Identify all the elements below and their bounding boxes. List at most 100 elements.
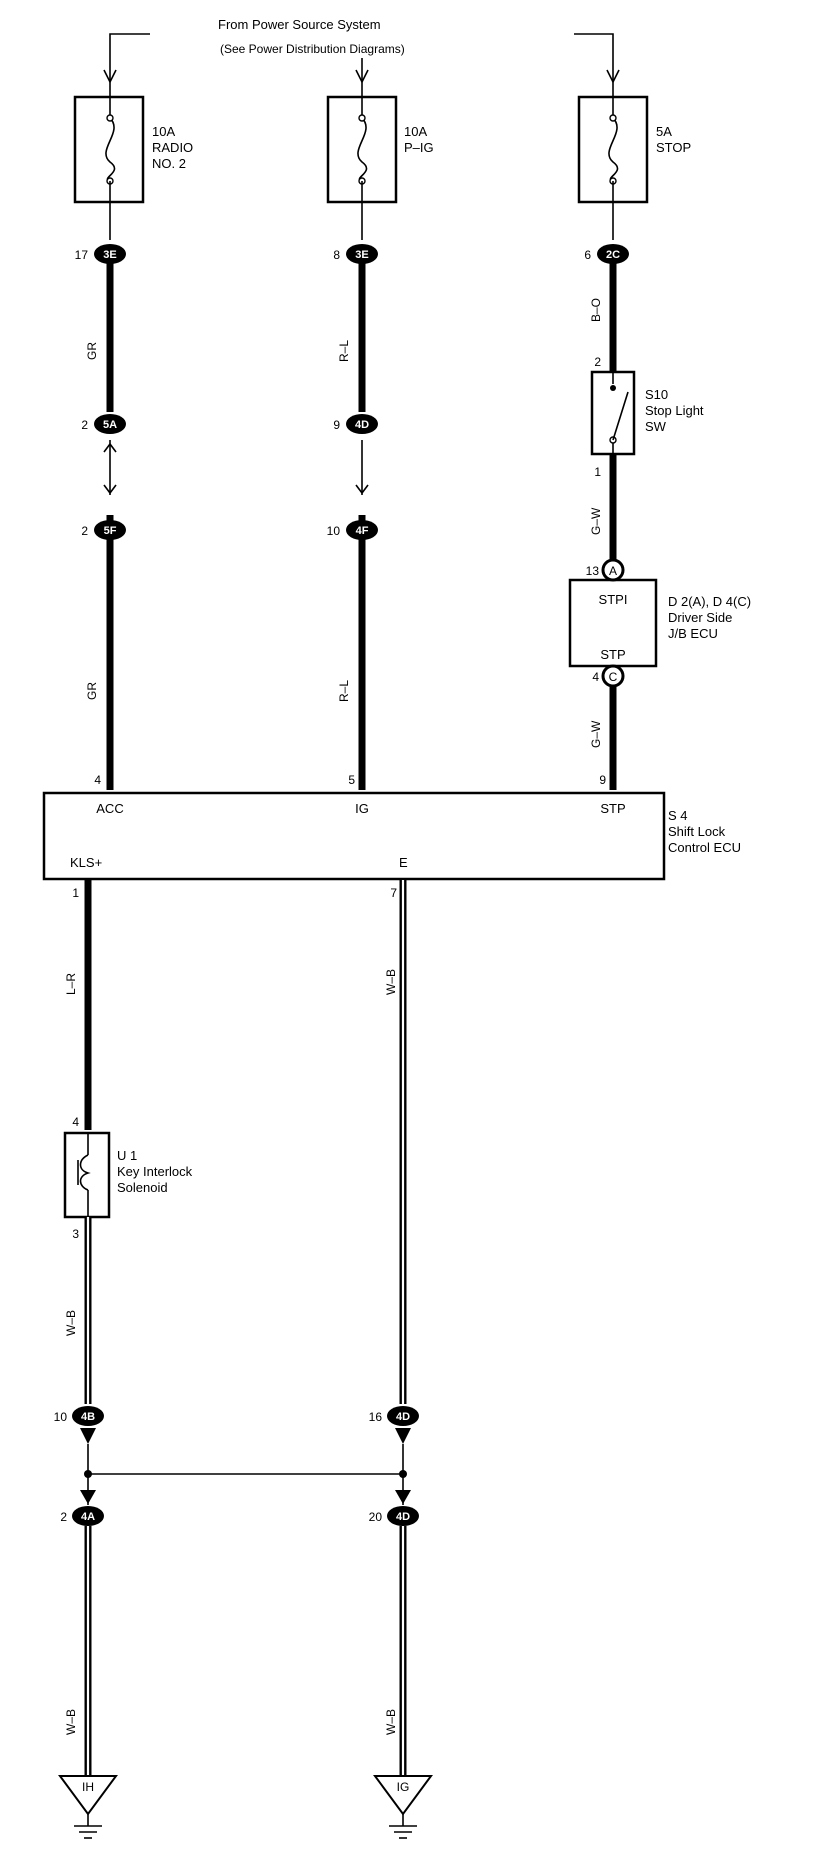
ecu-term-kls: KLS+	[70, 855, 102, 870]
connector-4d-lower2: 4D 20	[369, 1506, 419, 1526]
key-interlock-solenoid: 4 3 U 1 Key Interlock Solenoid	[63, 1115, 193, 1241]
ecu-name1: Shift Lock	[668, 824, 726, 839]
ground-ih-label: IH	[82, 1780, 94, 1794]
wire-labels: GR R–L B–O GR R–L G–W G–W L–R W–B W–B W–…	[64, 298, 603, 1735]
ecu-pin-e: 7	[390, 886, 397, 900]
connector-3e-left: 3E 17	[75, 215, 126, 264]
fuse-radio-no2: 10A RADIO NO. 2	[73, 85, 193, 215]
s10-pin-bot: 1	[594, 465, 601, 479]
conn-2c-pin: 6	[584, 248, 591, 262]
jb-conn-c-pin: 4	[592, 670, 599, 684]
ecu-term-acc: ACC	[96, 801, 123, 816]
ecu-term-ig: IG	[355, 801, 369, 816]
jb-conn-a: A	[609, 564, 617, 578]
s10-id: S10	[645, 387, 668, 402]
wire-label-4: GR	[85, 682, 99, 700]
wire-label-7: G–W	[589, 720, 603, 748]
shift-lock-control-ecu: 4 5 9 ACC IG STP KLS+ E 1 7 S 4 Shift Lo…	[42, 773, 741, 900]
connector-4f: 4F 10	[327, 520, 378, 540]
connector-5f: 5F 2	[81, 520, 126, 540]
conn-4d-upper-code: 4D	[355, 419, 369, 431]
u1-pin-bot: 3	[72, 1227, 79, 1241]
jb-name2: J/B ECU	[668, 626, 718, 641]
wire-label-2: R–L	[337, 340, 351, 362]
fuse-radio-name2: NO. 2	[152, 156, 186, 171]
conn-4d-lower1-code: 4D	[396, 1411, 410, 1423]
fuse-stop-amp: 5A	[656, 124, 672, 139]
conn-3e-left-pin: 17	[75, 248, 89, 262]
fuse-p-ig: 10A P–IG	[326, 85, 434, 215]
ecu-name2: Control ECU	[668, 840, 741, 855]
fuse-pig-name1: P–IG	[404, 140, 434, 155]
wire-label-10: W–B	[64, 1310, 78, 1336]
conn-5f-pin: 2	[81, 524, 88, 538]
conn-5a-pin: 2	[81, 418, 88, 432]
inline-joints	[103, 440, 369, 495]
driver-side-jb-ecu: A 13 C 4 STPI STP D 2(A), D 4(C) Driver …	[568, 558, 751, 688]
fuse-radio-name1: RADIO	[152, 140, 193, 155]
conn-4d-lower2-code: 4D	[396, 1511, 410, 1523]
u1-name1: Key Interlock	[117, 1164, 193, 1179]
header-line1: From Power Source System	[218, 17, 381, 32]
ground-ig-label: IG	[397, 1780, 410, 1794]
header-line2: (See Power Distribution Diagrams)	[220, 42, 405, 56]
ecu-pin-acc: 4	[94, 773, 101, 787]
ground-ih: IH	[58, 1775, 118, 1839]
fuse-radio-amp: 10A	[152, 124, 175, 139]
u1-pin-top: 4	[72, 1115, 79, 1129]
conn-3e-left-code: 3E	[103, 249, 116, 261]
splice	[80, 1444, 411, 1505]
ecu-pin-stp: 9	[599, 773, 606, 787]
fuse-pig-amp: 10A	[404, 124, 427, 139]
u1-id: U 1	[117, 1148, 137, 1163]
jb-conn-a-pin: 13	[586, 564, 600, 578]
connector-5a: 5A 2	[81, 414, 126, 434]
ecu-term-e: E	[399, 855, 408, 870]
u1-name2: Solenoid	[117, 1180, 168, 1195]
conn-4d-lower1-pin: 16	[369, 1410, 383, 1424]
conn-5f-code: 5F	[104, 525, 117, 537]
conn-4a-pin: 2	[60, 1510, 67, 1524]
ecu-term-stp: STP	[600, 801, 625, 816]
wire-label-11: W–B	[64, 1709, 78, 1735]
fuse-stop: 5A STOP	[577, 85, 691, 215]
connector-4d-upper: 4D 9	[333, 414, 378, 434]
ecu-pin-ig: 5	[348, 773, 355, 787]
jb-name1: Driver Side	[668, 610, 732, 625]
ground-ig: IG	[373, 1775, 433, 1839]
connector-4b: 4B 10	[54, 1406, 104, 1444]
jb-id: D 2(A), D 4(C)	[668, 594, 751, 609]
s10-pin-top: 2	[594, 355, 601, 369]
conn-3e-mid-code: 3E	[355, 249, 368, 261]
s10-name1: Stop Light	[645, 403, 704, 418]
ecu-pin-kls: 1	[72, 886, 79, 900]
s10-name2: SW	[645, 419, 667, 434]
conn-4f-code: 4F	[356, 525, 369, 537]
double-wires	[84, 880, 407, 1775]
ecu-id: S 4	[668, 808, 688, 823]
wire-label-3: B–O	[589, 298, 603, 322]
wire-label-8: L–R	[64, 973, 78, 995]
conn-2c-code: 2C	[606, 249, 620, 261]
connector-4d-lower1: 4D 16	[369, 1406, 419, 1444]
conn-4a-code: 4A	[81, 1511, 95, 1523]
wire-label-6: G–W	[589, 507, 603, 535]
jb-term-stpi: STPI	[599, 592, 628, 607]
conn-4d-upper-pin: 9	[333, 418, 340, 432]
connector-4a: 4A 2	[60, 1506, 104, 1526]
power-source-leads	[103, 33, 620, 85]
wire-label-9: W–B	[384, 969, 398, 995]
conn-4f-pin: 10	[327, 524, 341, 538]
conn-4d-lower2-pin: 20	[369, 1510, 383, 1524]
fuse-stop-name1: STOP	[656, 140, 691, 155]
wire-label-12: W–B	[384, 1709, 398, 1735]
stop-light-switch: 2 1 S10 Stop Light SW	[590, 355, 704, 479]
wire-label-5: R–L	[337, 680, 351, 702]
connector-2c: 2C 6	[584, 215, 629, 264]
conn-4b-code: 4B	[81, 1411, 95, 1423]
conn-5a-code: 5A	[103, 419, 117, 431]
connector-3e-mid: 3E 8	[333, 215, 378, 264]
conn-3e-mid-pin: 8	[333, 248, 340, 262]
wire-label-1: GR	[85, 342, 99, 360]
